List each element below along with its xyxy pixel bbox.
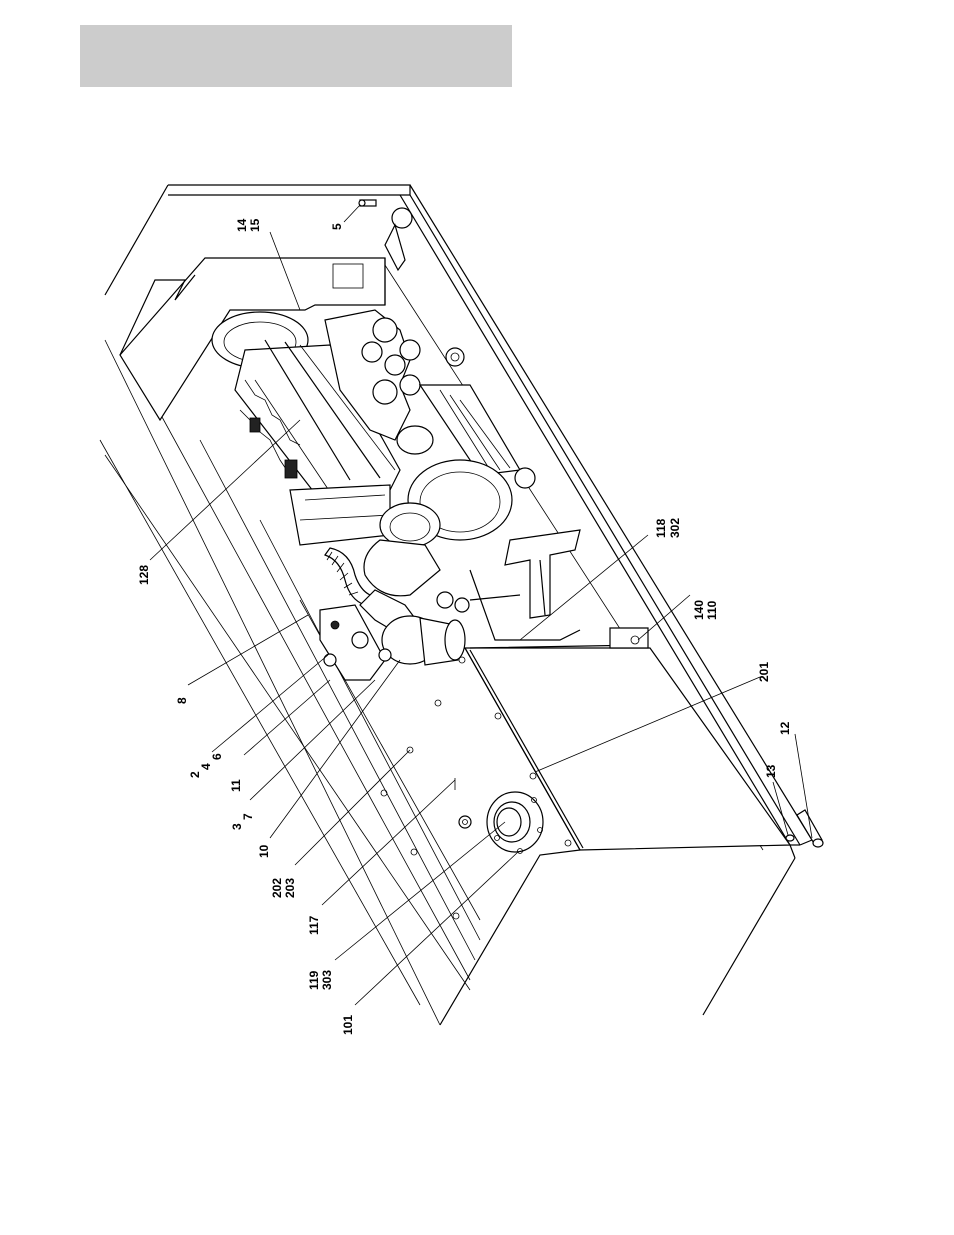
callout-4: 4: [199, 763, 213, 770]
callout-12: 12: [778, 721, 792, 735]
callout-11: 11: [229, 779, 243, 792]
callout-119: 119: [307, 970, 321, 990]
cover-panel: [381, 645, 795, 1025]
fastener-bolt-12-13: [786, 810, 823, 847]
callout-117: 117: [307, 915, 321, 935]
callout-10: 10: [257, 844, 271, 858]
callout-201: 201: [757, 662, 771, 682]
callout-8: 8: [175, 697, 189, 704]
callout-140: 140: [692, 600, 706, 620]
callout-5: 5: [330, 223, 344, 230]
callout-110: 110: [705, 600, 719, 620]
callout-3: 3: [230, 823, 244, 830]
callout-302: 302: [668, 518, 682, 538]
callout-7: 7: [241, 813, 255, 820]
callout-203: 203: [283, 878, 297, 898]
callout-14: 14: [235, 218, 249, 232]
callout-202: 202: [270, 878, 284, 898]
callout-2: 2: [188, 771, 202, 778]
filler-cap-assembly: [487, 792, 543, 854]
callout-303: 303: [320, 970, 334, 990]
callout-15: 15: [248, 218, 262, 232]
engine-assembly: [120, 258, 648, 680]
callout-13: 13: [764, 764, 778, 778]
callout-101: 101: [341, 1015, 355, 1035]
callout-128: 128: [137, 565, 151, 585]
callout-118: 118: [654, 518, 668, 538]
callout-6: 6: [210, 753, 224, 760]
